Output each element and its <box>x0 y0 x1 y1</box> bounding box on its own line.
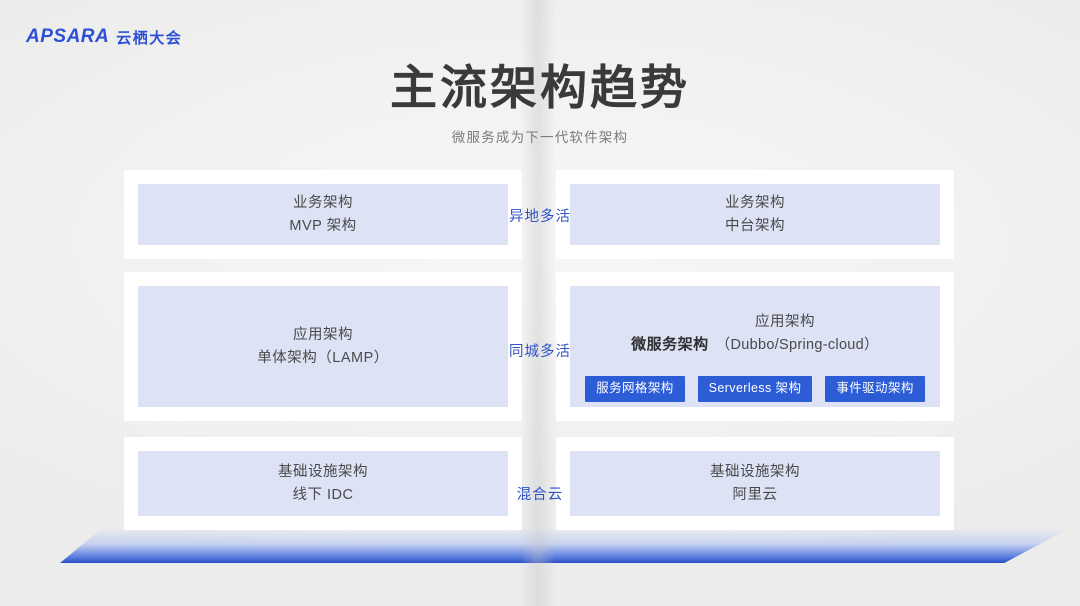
panel-line: 中台架构 <box>725 217 785 234</box>
card-application-left: 应用架构 单体架构（LAMP） <box>124 272 522 421</box>
panel-line: 基础设施架构 <box>278 464 368 481</box>
panel-line: 基础设施架构 <box>710 464 800 481</box>
microservice-heading: 应用架构 微服务架构 （Dubbo/Spring-cloud） <box>631 310 879 354</box>
panel-line: 业务架构 <box>725 195 785 212</box>
architecture-badges: 服务网格架构 Serverless 架构 事件驱动架构 <box>585 376 925 402</box>
badge-event-driven[interactable]: 事件驱动架构 <box>825 376 925 402</box>
panel-line: MVP 架构 <box>289 217 357 234</box>
panel-business-left: 业务架构 MVP 架构 <box>138 184 508 245</box>
row-application: 应用架构 单体架构（LAMP） 应用架构 微服务架构 （Dubbo/Spring… <box>124 272 954 421</box>
card-infrastructure-left: 基础设施架构 线下 IDC <box>124 437 522 530</box>
page-title: 主流架构趋势 <box>390 61 690 114</box>
panel-line: 阿里云 <box>732 486 778 503</box>
panel-infrastructure-left: 基础设施架构 线下 IDC <box>138 451 508 516</box>
badge-serverless[interactable]: Serverless 架构 <box>697 376 813 402</box>
card-business-right: 业务架构 中台架构 <box>556 170 954 259</box>
row-business: 业务架构 MVP 架构 业务架构 中台架构 <box>124 170 954 259</box>
bottom-accent-bar <box>60 528 1070 563</box>
card-infrastructure-right: 基础设施架构 阿里云 <box>556 437 954 530</box>
panel-line: 线下 IDC <box>292 486 354 503</box>
title-block: 主流架构趋势 微服务成为下一代软件架构 <box>0 60 1080 146</box>
page-subtitle: 微服务成为下一代软件架构 <box>451 130 629 146</box>
panel-line: 应用架构 <box>293 327 353 344</box>
microservice-label: 微服务架构 <box>631 336 709 353</box>
heading-top-label: 应用架构 <box>755 314 815 330</box>
heading-bottom-row: 微服务架构 （Dubbo/Spring-cloud） <box>631 333 879 354</box>
card-application-right: 应用架构 微服务架构 （Dubbo/Spring-cloud） 服务网格架构 S… <box>556 272 954 421</box>
apsara-logo: APSARA 云栖大会 <box>26 26 182 48</box>
panel-application-left: 应用架构 单体架构（LAMP） <box>138 286 508 407</box>
panel-infrastructure-right: 基础设施架构 阿里云 <box>570 451 940 516</box>
panel-application-right: 应用架构 微服务架构 （Dubbo/Spring-cloud） 服务网格架构 S… <box>570 286 940 407</box>
logo-wordmark: APSARA <box>26 26 110 47</box>
panel-line: 单体架构（LAMP） <box>257 349 389 366</box>
logo-wordmark-cn: 云栖大会 <box>116 29 183 47</box>
card-business-left: 业务架构 MVP 架构 <box>124 170 522 259</box>
microservice-frameworks: （Dubbo/Spring-cloud） <box>715 337 879 353</box>
row-infrastructure: 基础设施架构 线下 IDC 基础设施架构 阿里云 <box>124 437 954 530</box>
panel-line: 业务架构 <box>293 195 353 212</box>
panel-business-right: 业务架构 中台架构 <box>570 184 940 245</box>
badge-service-mesh[interactable]: 服务网格架构 <box>585 376 685 402</box>
